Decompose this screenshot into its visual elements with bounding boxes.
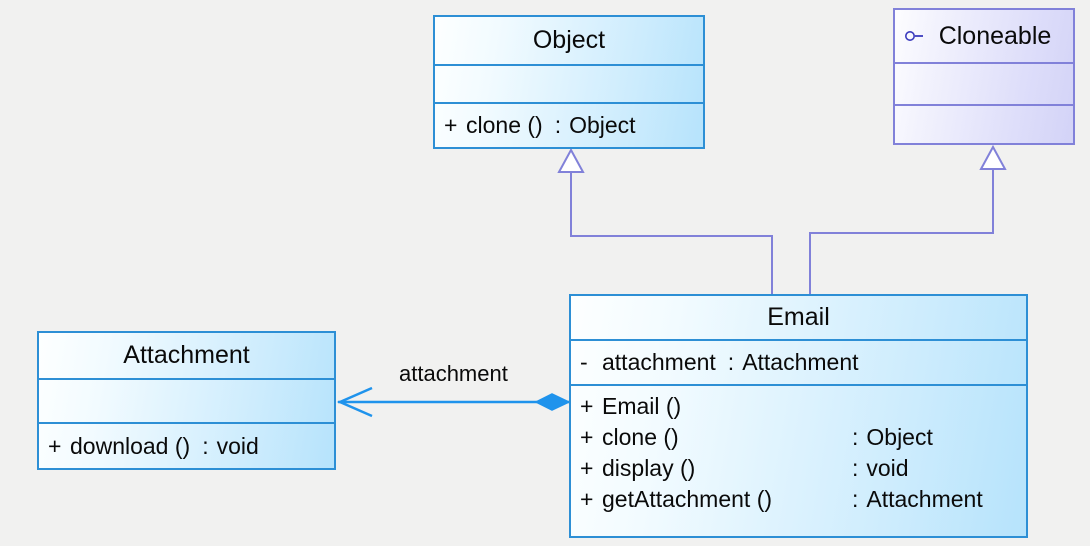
attribute-attachment: - attachment : Attachment xyxy=(580,351,859,374)
operation-separator: : xyxy=(554,112,562,139)
operations-compartment-attachment: + download () : void xyxy=(39,422,334,468)
operation-signature: getAttachment () xyxy=(602,486,773,512)
interface-lollipop-icon xyxy=(905,31,923,41)
operations-compartment-object: + clone () : Object xyxy=(435,102,703,147)
operation-email-ctor: + Email () xyxy=(580,395,1026,418)
attribute-visibility: - xyxy=(580,349,588,375)
class-name-object: Object xyxy=(532,25,606,54)
operation-signature: download () xyxy=(70,432,191,459)
operation-clone: + clone () : Object xyxy=(444,114,636,137)
operation-display: + display () : void xyxy=(580,457,1026,480)
class-box-object[interactable]: Object + clone () : Object xyxy=(433,15,705,149)
operation-return-type: Object xyxy=(569,112,636,139)
operation-return-type: Attachment xyxy=(866,486,983,512)
class-name-attachment: Attachment xyxy=(123,341,250,369)
composition-diamond xyxy=(534,393,571,411)
operations-compartment-email: + Email () + clone () : Object + display… xyxy=(571,384,1026,536)
operation-visibility: + xyxy=(580,486,594,512)
operation-signature: display () xyxy=(602,455,696,481)
attribute-name: attachment xyxy=(602,349,716,375)
operation-return-type: void xyxy=(216,432,259,459)
association-label-attachment: attachment xyxy=(399,361,508,386)
generalization-email-to-object xyxy=(557,147,773,294)
operation-separator: : xyxy=(202,432,209,459)
operation-separator: : xyxy=(852,455,859,481)
generalization-arrowhead-cloneable xyxy=(979,144,1007,170)
operation-visibility: + xyxy=(580,393,594,419)
generalization-arrowhead-object xyxy=(557,147,585,173)
attributes-compartment-attachment xyxy=(39,378,334,422)
operation-visibility: + xyxy=(48,432,62,459)
operation-return-type: Object xyxy=(866,424,933,450)
attributes-compartment-email: - attachment : Attachment xyxy=(571,339,1026,384)
attributes-compartment-cloneable xyxy=(895,62,1073,104)
operation-visibility: + xyxy=(444,112,458,139)
attribute-separator: : xyxy=(727,349,735,375)
operation-signature: clone () xyxy=(602,424,679,450)
operation-download: + download () : void xyxy=(48,432,259,459)
generalization-email-to-cloneable xyxy=(809,144,1007,294)
operation-separator: : xyxy=(852,486,859,512)
class-name-email: Email xyxy=(767,303,830,331)
operation-visibility: + xyxy=(580,455,594,481)
class-box-attachment[interactable]: Attachment + download () : void xyxy=(37,331,336,470)
operations-compartment-cloneable xyxy=(895,104,1073,143)
operation-separator: : xyxy=(852,424,859,450)
class-name-cloneable: Cloneable xyxy=(895,10,1073,62)
operation-visibility: + xyxy=(580,424,594,450)
association-open-arrowhead xyxy=(336,386,373,418)
operation-clone: + clone () : Object xyxy=(580,426,1026,449)
operation-get-attachment: + getAttachment () : Attachment xyxy=(580,488,1026,511)
class-box-email[interactable]: Email - attachment : Attachment + Email … xyxy=(569,294,1028,538)
composition-email-to-attachment xyxy=(336,386,571,418)
operation-return-type: void xyxy=(866,455,909,481)
operation-signature: clone () xyxy=(466,112,543,139)
operation-signature: Email () xyxy=(602,393,682,419)
class-box-cloneable[interactable]: Cloneable xyxy=(893,8,1075,145)
attributes-compartment-object xyxy=(435,63,703,103)
class-name-cloneable-label: Cloneable xyxy=(938,21,1052,50)
attribute-type: Attachment xyxy=(742,349,859,375)
